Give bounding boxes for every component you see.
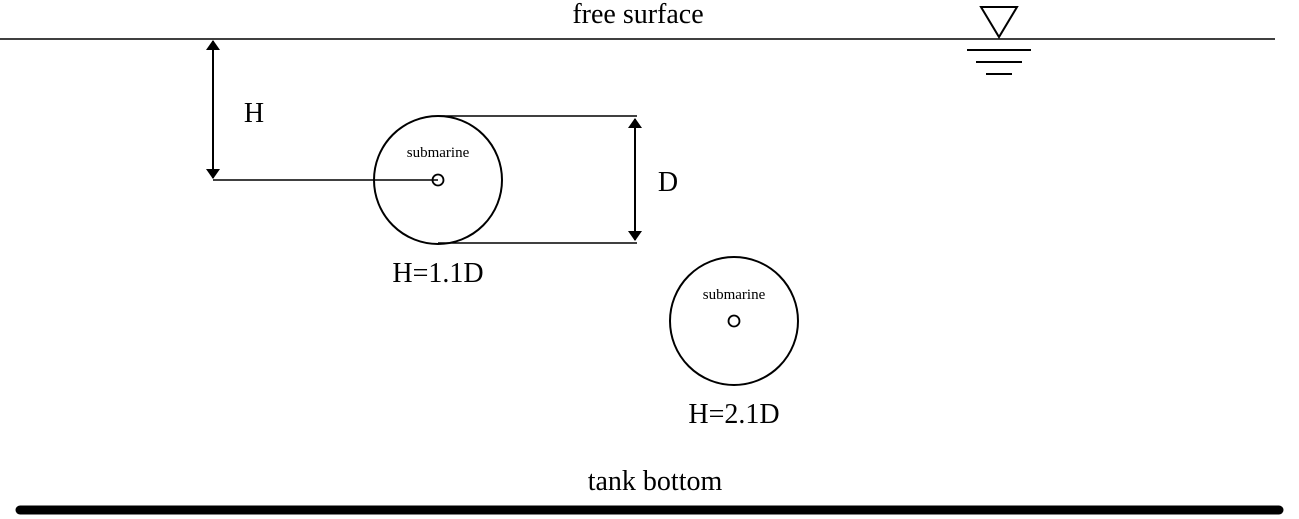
submarine-1-label: submarine: [407, 145, 470, 161]
submarine-1-center: [431, 173, 445, 187]
submarine-2-hull: [669, 256, 799, 386]
diameter-dimension: [438, 115, 642, 244]
water-level-triangle-icon: [967, 6, 1031, 75]
submarine-2-center: [727, 314, 741, 328]
submarine-2-caption: H=2.1D: [688, 399, 779, 430]
free-surface-label: free surface: [572, 0, 703, 30]
submarine-2-label: submarine: [703, 287, 766, 303]
depth-dimension: [206, 40, 438, 181]
tank-bottom-label: tank bottom: [588, 466, 723, 497]
submarine-2: [669, 256, 799, 386]
diameter-symbol: D: [658, 167, 678, 198]
depth-symbol: H: [244, 98, 264, 129]
submarine-1-caption: H=1.1D: [392, 258, 483, 289]
